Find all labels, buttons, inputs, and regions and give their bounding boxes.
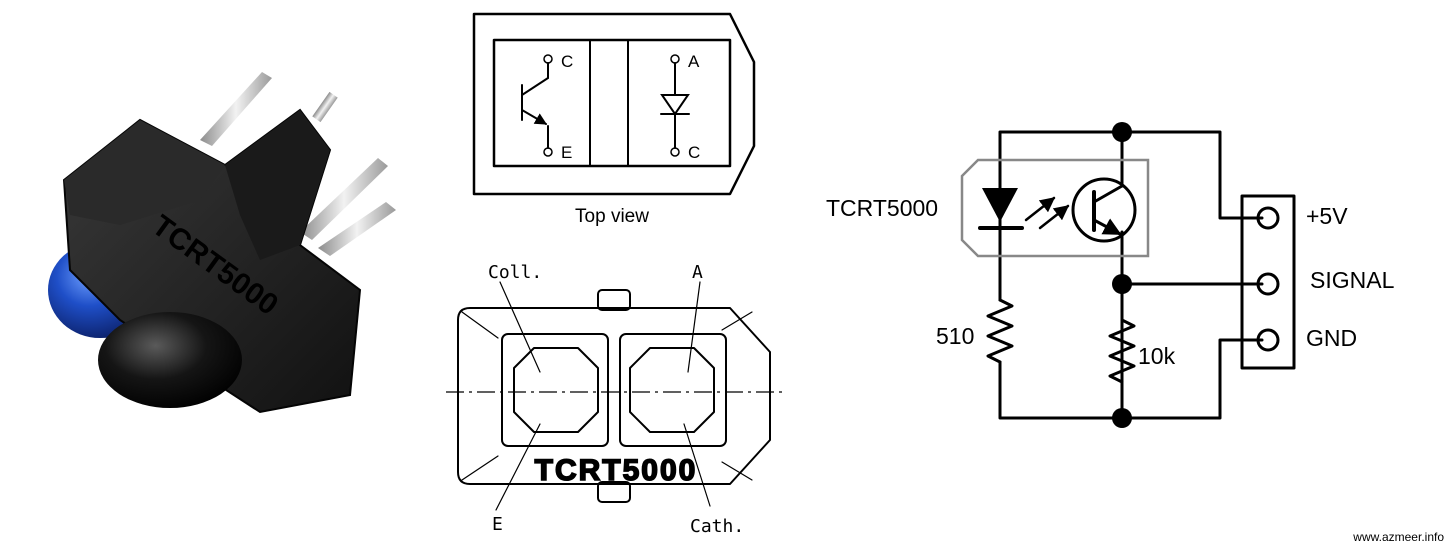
junction-signal <box>1112 274 1132 294</box>
ir-led-symbol <box>978 188 1070 230</box>
footprint-label-coll: Coll. <box>488 262 542 283</box>
top-view-pin-c-diode: C <box>688 143 700 162</box>
pins-group <box>200 72 396 256</box>
footprint-top-tab <box>597 289 631 311</box>
top-view-diagram: C E A C Top view <box>472 12 756 227</box>
resistor-510 <box>986 298 1014 364</box>
footprint-left-lens <box>513 347 599 433</box>
footprint-left-window <box>501 333 609 447</box>
top-view-pin-e: E <box>561 143 572 162</box>
top-view-pin-a: A <box>688 52 700 71</box>
resistor-10k-label: 10k <box>1138 343 1176 369</box>
connector-pin-signal[interactable] <box>1256 272 1280 296</box>
connector-label-gnd: GND <box>1306 325 1357 351</box>
footprint-label-a: A <box>692 262 703 283</box>
black-lens <box>98 312 242 408</box>
connector-housing <box>1240 194 1296 370</box>
schematic-part-name: TCRT5000 <box>826 195 938 221</box>
footprint-bottom-tab <box>597 481 631 503</box>
connector-pin-gnd[interactable] <box>1256 328 1280 352</box>
footprint-drawing: Coll. A E Cath. TCRT5000 <box>446 262 782 537</box>
footprint-outline <box>457 307 771 485</box>
top-view-outline <box>472 12 756 196</box>
resistor-10k <box>1108 318 1136 384</box>
footprint-label-cath: Cath. <box>690 516 744 537</box>
sensor-package-outline <box>960 158 1150 258</box>
schematic: TCRT5000 510 10k +5V SIGNAL GND <box>826 122 1395 428</box>
schematic-wires <box>998 130 1264 420</box>
top-view-diode-symbol <box>660 54 690 157</box>
junction-top <box>1112 122 1132 142</box>
component-body-side <box>225 110 330 260</box>
pin-2 <box>300 158 388 240</box>
top-view-transistor-symbol <box>521 54 553 157</box>
component-photo: TCRT5000 <box>48 72 396 414</box>
junction-bottom <box>1112 408 1132 428</box>
connector-label-signal: SIGNAL <box>1310 267 1395 293</box>
pin-4 <box>312 91 338 123</box>
top-view-inner-box <box>492 38 732 168</box>
component-body-top <box>64 120 225 225</box>
connector-label-5v: +5V <box>1306 203 1348 229</box>
pin-3 <box>318 202 396 256</box>
footprint-right-window <box>619 333 727 447</box>
footprint-label-e: E <box>492 514 503 535</box>
top-view-pin-c-transistor: C <box>561 52 573 71</box>
footprint-right-lens <box>629 347 715 433</box>
footprint-part-text: TCRT5000 <box>535 454 698 487</box>
watermark: www.azmeer.info <box>1352 530 1444 544</box>
connector-pin-5v[interactable] <box>1256 206 1280 230</box>
pin-1 <box>200 72 272 146</box>
resistor-510-label: 510 <box>936 323 974 349</box>
phototransistor-symbol <box>1071 177 1137 243</box>
top-view-caption: Top view <box>575 206 649 227</box>
